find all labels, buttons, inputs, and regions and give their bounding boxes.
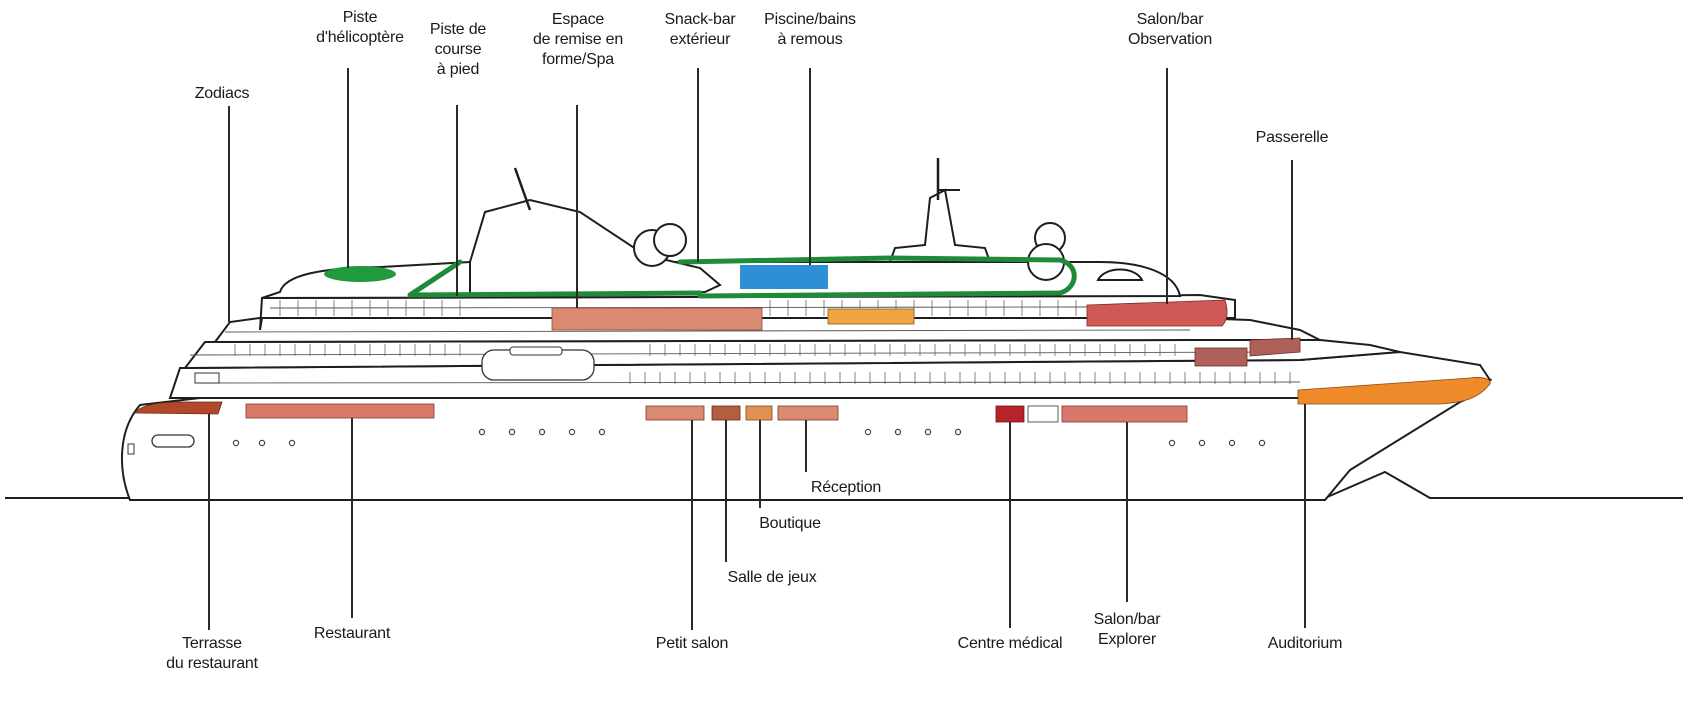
label-line: Snack-bar [664,11,736,28]
label-line: Terrasse [182,635,242,652]
label-bridge: Passerelle [1256,129,1329,146]
window-ticks [234,300,1291,384]
label-line: Piste [343,9,378,26]
zone-restaurant [245,403,435,419]
helipad [324,266,396,282]
zone-boutique [745,405,773,421]
zone-petitsalon [645,405,705,421]
label-line: Observation [1128,31,1212,48]
zone-bridge-1 [1194,347,1248,367]
label-terrace: Terrasse du restaurant [166,635,258,672]
zone-bridge-2 [1249,337,1301,357]
mast-fore [513,167,532,211]
label-line: à pied [437,61,479,78]
zone-reception [777,405,839,421]
label-spa: Espace de remise en forme/Spa [533,11,623,68]
stern-window [194,372,220,384]
label-line: Réception [811,479,881,496]
label-line: Salon/bar [1137,11,1205,28]
label-line: Espace [552,11,604,28]
label-line: Passerelle [1256,129,1329,146]
zone-explorer [1061,405,1188,423]
label-line: de remise en [533,31,623,48]
porthole [954,428,962,436]
label-line: forme/Spa [542,51,614,68]
label-restaurant: Restaurant [314,625,391,642]
zone-auditorium [1297,377,1491,405]
label-line: à remous [777,31,842,48]
label-line: du restaurant [166,655,258,672]
anchor-pocket [151,434,195,448]
label-auditorium: Auditorium [1268,635,1342,652]
label-line: Salle de jeux [727,569,816,586]
porthole [924,428,932,436]
label-line: Centre médical [958,635,1063,652]
label-reception: Réception [811,479,881,496]
label-pool: Piscine/bains à remous [764,11,856,48]
label-line: Salon/bar [1094,611,1162,628]
label-snackbar: Snack-bar extérieur [664,11,736,48]
zone-observation [1086,299,1228,327]
bow-mark [127,443,135,455]
porthole [1198,439,1206,447]
label-line: Piscine/bains [764,11,856,28]
zone-medical [995,405,1025,423]
zone-medical-annex [1027,405,1059,423]
label-helipad: Piste d'hélicoptère [316,9,404,46]
radar-dome-2 [653,223,687,257]
zone-spa [551,307,763,331]
label-line: Petit salon [656,635,729,652]
label-line: extérieur [670,31,731,48]
dome-fwd [1096,268,1144,281]
porthole [288,439,296,447]
portholes [232,428,1266,447]
label-line: Auditorium [1268,635,1342,652]
tender-boat-window [509,346,563,356]
porthole [568,428,576,436]
label-medical: Centre médical [958,635,1063,652]
porthole [478,428,486,436]
running-track [407,255,1077,299]
label-petitsalon: Petit salon [656,635,729,652]
porthole [1228,439,1236,447]
porthole [508,428,516,436]
deck-upper [212,317,1321,344]
porthole [598,428,606,436]
label-track: Piste de course à pied [430,21,487,78]
porthole [864,428,872,436]
waterline-right [1324,470,1683,499]
label-line: Explorer [1098,631,1157,648]
label-line: Zodiacs [195,85,250,102]
zone-terrace [134,401,223,415]
label-zodiacs: Zodiacs [195,85,250,102]
mast-structure [888,188,992,263]
label-line: d'hélicoptère [316,29,404,46]
porthole [258,439,266,447]
porthole [894,428,902,436]
label-line: course [435,41,482,58]
zone-games [711,405,741,421]
label-boutique: Boutique [759,515,821,532]
porthole [1258,439,1266,447]
label-games: Salle de jeux [727,569,816,586]
label-line: Piste de [430,21,487,38]
porthole [232,439,240,447]
label-line: Restaurant [314,625,391,642]
zone-snackbar [827,308,915,325]
label-line: Boutique [759,515,821,532]
porthole [538,428,546,436]
porthole [1168,439,1176,447]
pool [740,265,828,289]
